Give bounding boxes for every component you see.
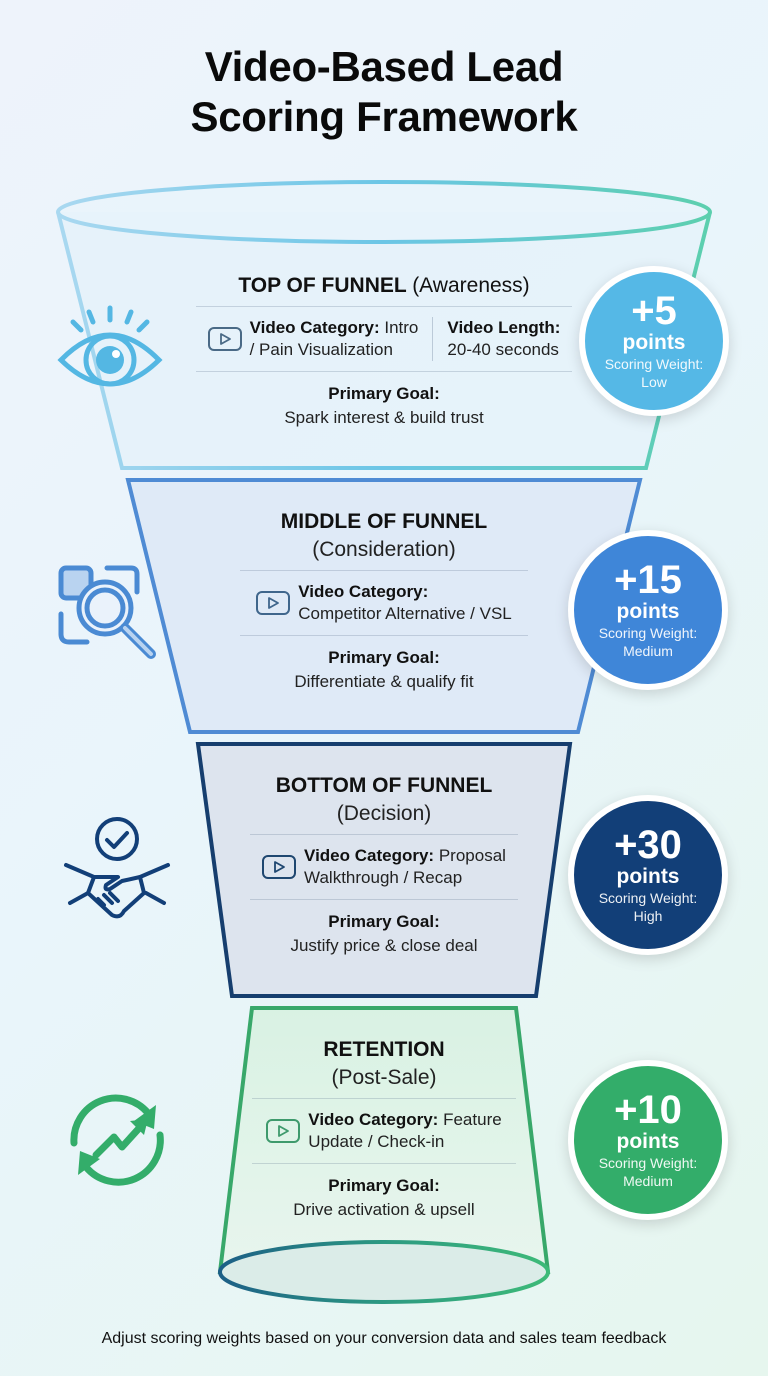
divider xyxy=(240,570,528,571)
divider xyxy=(250,899,518,900)
stage-retention: RETENTION (Post-Sale) Video Category: Fe… xyxy=(252,1036,516,1222)
video-category: Video Category: Intro/ Pain Visualizatio… xyxy=(249,318,419,359)
stage-title: BOTTOM OF FUNNEL xyxy=(275,774,493,797)
video-category: Video Category:Competitor Alternative / … xyxy=(298,582,512,623)
stage-subtitle: (Consideration) xyxy=(312,538,456,561)
primary-goal: Primary Goal:Differentiate & qualify fit xyxy=(294,648,474,691)
score-badge-bottom: +30 points Scoring Weight: High xyxy=(568,795,728,955)
stage-bottom-of-funnel: BOTTOM OF FUNNEL (Decision) Video Catego… xyxy=(250,772,518,958)
primary-goal: Primary Goal:Drive activation & upsell xyxy=(293,1176,475,1219)
magnifier-scan-icon xyxy=(55,560,165,675)
page-title: Video-Based Lead Scoring Framework xyxy=(190,43,578,140)
play-icon xyxy=(266,1119,301,1143)
score-badge-middle: +15 points Scoring Weight: Medium xyxy=(568,530,728,690)
video-info-row: Video Category:Competitor Alternative / … xyxy=(240,577,528,629)
play-icon xyxy=(262,855,297,879)
play-icon xyxy=(207,327,242,351)
primary-goal: Primary Goal:Spark interest & build trus… xyxy=(284,384,484,427)
cycle-growth-icon xyxy=(62,1085,172,1200)
bottom-funnel-shape xyxy=(195,742,573,998)
stage-subtitle: (Post-Sale) xyxy=(331,1066,437,1089)
eye-icon xyxy=(55,300,165,395)
divider xyxy=(196,371,572,372)
funnel-rim xyxy=(56,180,712,244)
stage-middle-of-funnel: MIDDLE OF FUNNEL (Consideration) Video C… xyxy=(240,508,528,694)
stage-title: MIDDLE OF FUNNEL xyxy=(280,510,488,533)
divider xyxy=(196,306,572,307)
stage-subtitle: (Decision) xyxy=(336,802,432,825)
funnel-base xyxy=(218,1240,550,1304)
stage-title: RETENTION xyxy=(323,1038,445,1061)
video-info-row: Video Category: Intro/ Pain Visualizatio… xyxy=(196,313,572,365)
divider xyxy=(240,635,528,636)
divider xyxy=(252,1163,516,1164)
score-badge-retention: +10 points Scoring Weight: Medium xyxy=(568,1060,728,1220)
primary-goal: Primary Goal:Justify price & close deal xyxy=(290,912,478,955)
stage-title: TOP OF FUNNEL (Awareness) xyxy=(238,274,530,297)
middle-funnel-shape xyxy=(125,478,643,734)
footer-note: Adjust scoring weights based on your con… xyxy=(101,1330,667,1347)
vertical-divider xyxy=(432,317,434,361)
video-length: Video Length:20-40 seconds xyxy=(447,318,561,359)
handshake-check-icon xyxy=(62,815,172,930)
stage-top-of-funnel: TOP OF FUNNEL (Awareness) Video Category… xyxy=(196,272,572,430)
score-badge-top: +5 points Scoring Weight: Low xyxy=(579,266,729,416)
divider xyxy=(250,834,518,835)
divider xyxy=(252,1098,516,1099)
play-icon xyxy=(256,591,291,615)
